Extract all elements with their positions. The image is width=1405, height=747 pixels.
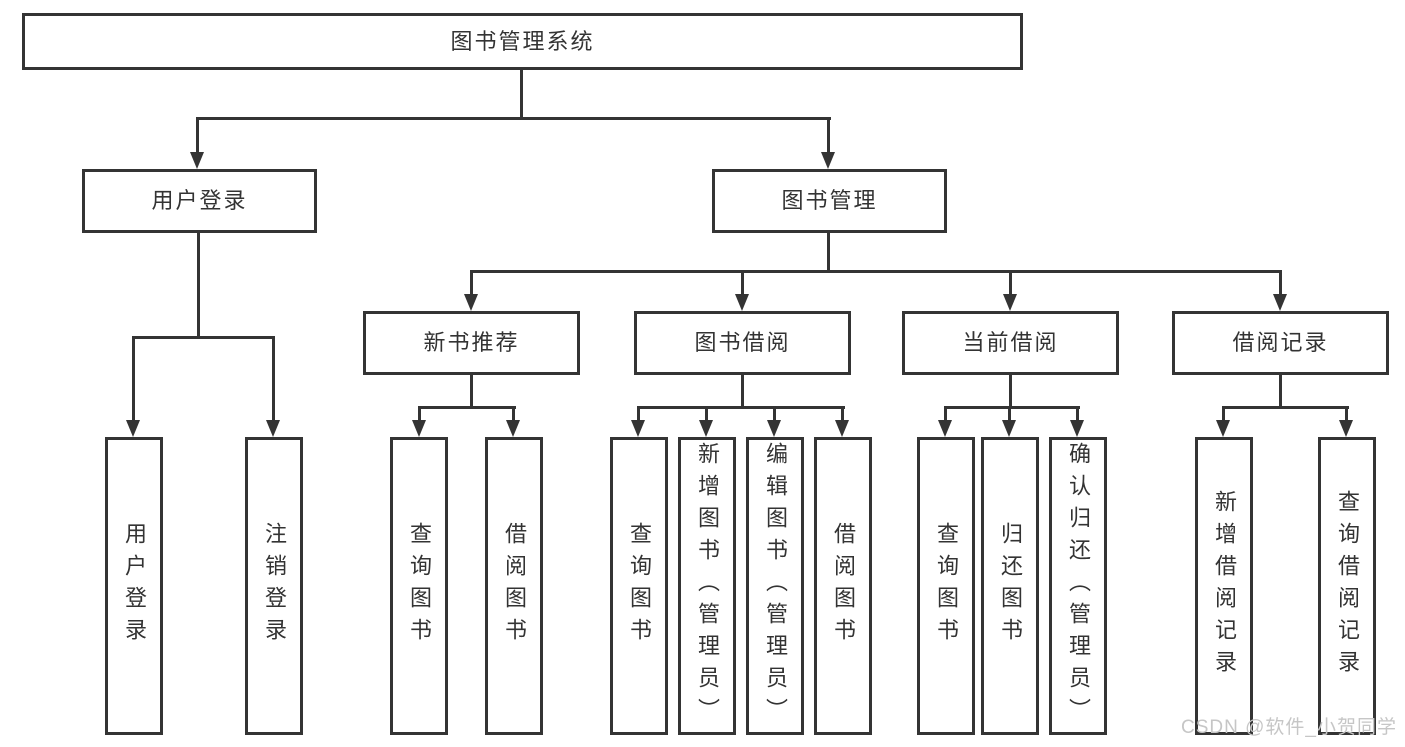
leaf-logout-label: 注销登录 [262, 522, 287, 650]
node-root-label: 图书管理系统 [450, 28, 595, 54]
leaf-current-query-books: 查询图书 [917, 437, 975, 735]
node-root: 图书管理系统 [22, 13, 1023, 70]
connector-root-stub [520, 68, 523, 120]
connector-drop-new-book-recommend [470, 270, 473, 298]
leaf-recommend-borrow-books: 借阅图书 [485, 437, 543, 735]
connector-drop-user-login [196, 117, 199, 154]
arrow-down-icon [190, 152, 204, 169]
node-new-book-recommend: 新书推荐 [363, 311, 580, 375]
connector-drop [637, 406, 640, 422]
leaf-confirm-return-admin: 确认归还（管理员） [1049, 437, 1107, 735]
arrow-down-icon [506, 420, 520, 437]
leaf-borrow-books-label: 借阅图书 [831, 522, 856, 650]
connector-borrow-records-horizontal [1222, 406, 1349, 409]
leaf-edit-books-admin-label: 编辑图书（管理员） [763, 442, 788, 730]
leaf-confirm-return-admin-label: 确认归还（管理员） [1066, 442, 1091, 730]
leaf-user-login: 用户登录 [105, 437, 163, 735]
arrow-down-icon [631, 420, 645, 437]
arrow-down-icon [1216, 420, 1230, 437]
leaf-return-books: 归还图书 [981, 437, 1039, 735]
arrow-down-icon [735, 294, 749, 311]
arrow-down-icon [1339, 420, 1353, 437]
connector-drop [418, 406, 421, 422]
leaf-borrow-query-books: 查询图书 [610, 437, 668, 735]
connector-drop-book-management [827, 117, 830, 154]
connector-drop [1008, 406, 1011, 422]
connector-recommend-horizontal [418, 406, 516, 409]
node-book-management-label: 图书管理 [781, 188, 878, 213]
leaf-recommend-query-books: 查询图书 [390, 437, 448, 735]
connector-drop [1222, 406, 1225, 422]
leaf-query-borrow-record: 查询借阅记录 [1318, 437, 1376, 735]
arrow-down-icon [1273, 294, 1287, 311]
arrow-down-icon [821, 152, 835, 169]
leaf-borrow-query-books-label: 查询图书 [627, 522, 652, 650]
connector-book-borrow-stub [741, 375, 744, 409]
arrow-down-icon [412, 420, 426, 437]
connector-drop-book-borrow [741, 270, 744, 298]
leaf-borrow-books: 借阅图书 [814, 437, 872, 735]
arrow-down-icon [1070, 420, 1084, 437]
node-current-borrow: 当前借阅 [902, 311, 1119, 375]
leaf-return-books-label: 归还图书 [998, 522, 1023, 650]
node-new-book-recommend-label: 新书推荐 [423, 330, 520, 355]
leaf-user-login-label: 用户登录 [122, 522, 147, 650]
node-current-borrow-label: 当前借阅 [962, 330, 1059, 355]
leaf-current-query-books-label: 查询图书 [934, 522, 959, 650]
connector-drop [773, 406, 776, 422]
connector-drop [1345, 406, 1348, 422]
node-book-borrow-label: 图书借阅 [694, 330, 791, 355]
arrow-down-icon [464, 294, 478, 311]
connector-current-borrow-horizontal [944, 406, 1080, 409]
connector-drop [944, 406, 947, 422]
connector-drop [841, 406, 844, 422]
leaf-query-borrow-record-label: 查询借阅记录 [1335, 490, 1360, 682]
arrow-down-icon [1002, 420, 1016, 437]
leaf-recommend-borrow-books-label: 借阅图书 [502, 522, 527, 650]
connector-drop [705, 406, 708, 422]
leaf-edit-books-admin: 编辑图书（管理员） [746, 437, 804, 735]
leaf-add-books-admin: 新增图书（管理员） [678, 437, 736, 735]
connector-book-management-stub [827, 233, 830, 273]
connector-drop [512, 406, 515, 422]
arrow-down-icon [767, 420, 781, 437]
leaf-logout: 注销登录 [245, 437, 303, 735]
connector-book-management-horizontal [470, 270, 1282, 273]
connector-drop-leaf-user-login [132, 336, 135, 422]
node-book-management: 图书管理 [712, 169, 947, 233]
connector-book-borrow-horizontal [637, 406, 845, 409]
arrow-down-icon [266, 420, 280, 437]
connector-recommend-stub [470, 375, 473, 409]
connector-drop-leaf-logout [272, 336, 275, 422]
node-user-login-label: 用户登录 [151, 188, 248, 213]
arrow-down-icon [938, 420, 952, 437]
connector-user-login-stub [197, 233, 200, 339]
connector-user-login-horizontal [133, 336, 275, 339]
arrow-down-icon [835, 420, 849, 437]
leaf-add-borrow-record-label: 新增借阅记录 [1212, 490, 1237, 682]
connector-drop-current-borrow [1009, 270, 1012, 298]
connector-borrow-records-stub [1279, 375, 1282, 409]
connector-drop-borrow-records [1279, 270, 1282, 298]
leaf-recommend-query-books-label: 查询图书 [407, 522, 432, 650]
node-book-borrow: 图书借阅 [634, 311, 851, 375]
connector-root-horizontal [196, 117, 831, 120]
node-borrow-records: 借阅记录 [1172, 311, 1389, 375]
arrow-down-icon [1003, 294, 1017, 311]
node-user-login: 用户登录 [82, 169, 317, 233]
connector-drop [1076, 406, 1079, 422]
arrow-down-icon [126, 420, 140, 437]
csdn-watermark: CSDN @软件_小贺同学 [1181, 717, 1397, 738]
leaf-add-borrow-record: 新增借阅记录 [1195, 437, 1253, 735]
leaf-add-books-admin-label: 新增图书（管理员） [695, 442, 720, 730]
arrow-down-icon [699, 420, 713, 437]
node-borrow-records-label: 借阅记录 [1232, 330, 1329, 355]
connector-current-borrow-stub [1009, 375, 1012, 409]
